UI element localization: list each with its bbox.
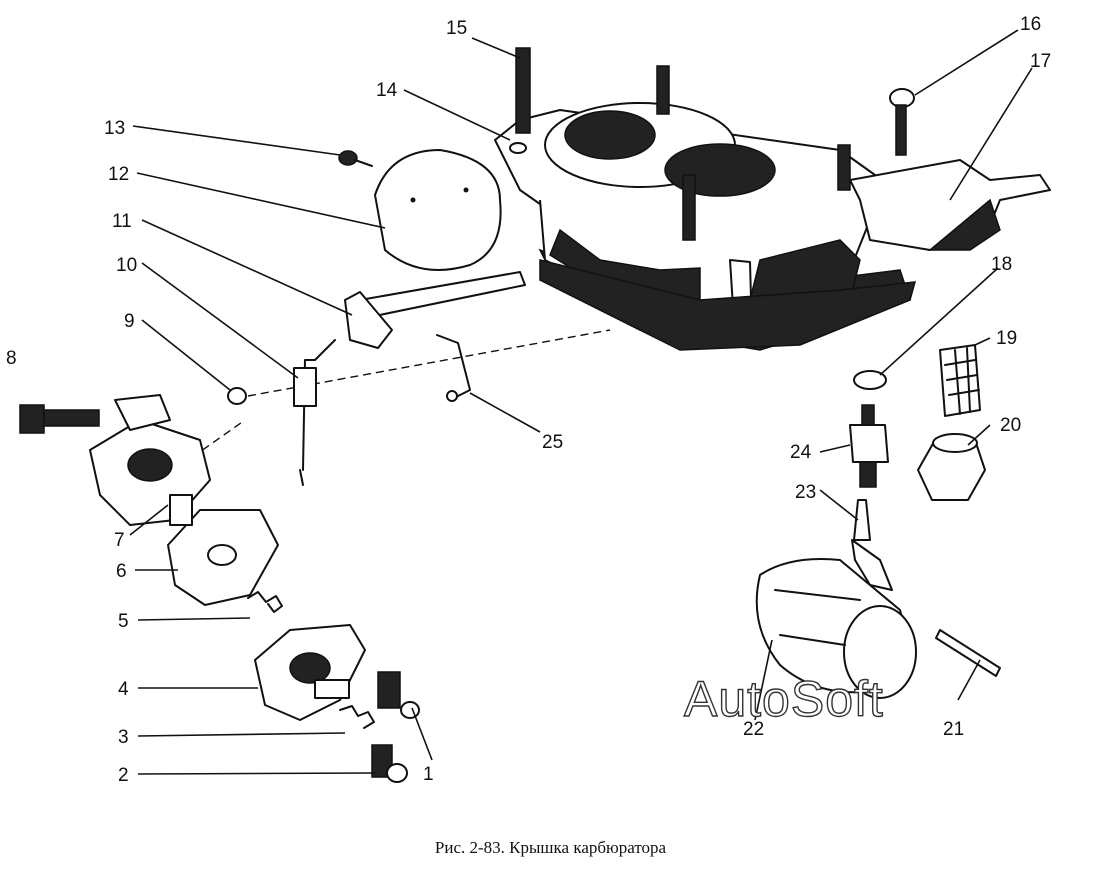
callout-3: 3 [118, 727, 129, 748]
callout-19: 19 [996, 328, 1017, 349]
screw-1 [377, 671, 420, 719]
needle-23 [851, 499, 893, 591]
bolt-8 [19, 404, 100, 434]
callout-6: 6 [116, 561, 127, 582]
callout-21: 21 [943, 719, 964, 740]
pin-21 [935, 629, 1001, 677]
float-22 [755, 558, 917, 699]
spring-5 [247, 591, 283, 613]
screw-13 [338, 150, 373, 167]
diaphragm-6 [167, 494, 279, 606]
callout-1: 1 [423, 764, 434, 785]
callout-7: 7 [114, 530, 125, 551]
cover-4 [254, 624, 366, 721]
screw-2 [371, 744, 408, 783]
callout-25: 25 [542, 432, 563, 453]
screw-16 [889, 88, 915, 156]
callout-24: 24 [790, 442, 812, 463]
callout-8: 8 [6, 348, 17, 369]
spring-3 [339, 705, 375, 729]
figure-caption: Рис. 2-83. Крышка карбюратора [434, 838, 667, 857]
callout-labels: 1 2 3 4 5 6 7 8 9 10 11 12 13 14 15 16 1… [6, 14, 1051, 786]
watermark: AutoSoft [683, 670, 884, 727]
air-damper [374, 149, 502, 271]
washer-18 [853, 370, 887, 390]
callout-9: 9 [124, 311, 135, 332]
damper-axle [344, 271, 526, 349]
valve-seat-24 [849, 404, 889, 488]
callout-20: 20 [1000, 415, 1021, 436]
callout-2: 2 [118, 765, 129, 786]
callout-16: 16 [1020, 14, 1041, 35]
callout-5: 5 [118, 611, 129, 632]
filter-19 [939, 344, 981, 417]
callout-4: 4 [118, 679, 129, 700]
callout-11: 11 [112, 211, 132, 232]
stud [515, 47, 851, 241]
plug-20 [917, 433, 986, 501]
callout-10: 10 [116, 255, 137, 276]
assembly-axis [247, 329, 611, 397]
callout-17: 17 [1030, 51, 1051, 72]
callout-13: 13 [104, 118, 125, 139]
spring-25 [436, 334, 471, 402]
callout-22: 22 [743, 719, 764, 740]
callout-23: 23 [795, 482, 816, 503]
callout-15: 15 [446, 18, 467, 39]
washer-9 [227, 387, 247, 405]
callout-18: 18 [991, 254, 1012, 275]
leader-lines [129, 29, 1033, 775]
callout-12: 12 [108, 164, 129, 185]
rod-10 [293, 339, 336, 486]
carburetor-cover [494, 102, 1051, 351]
callout-14: 14 [376, 80, 398, 101]
